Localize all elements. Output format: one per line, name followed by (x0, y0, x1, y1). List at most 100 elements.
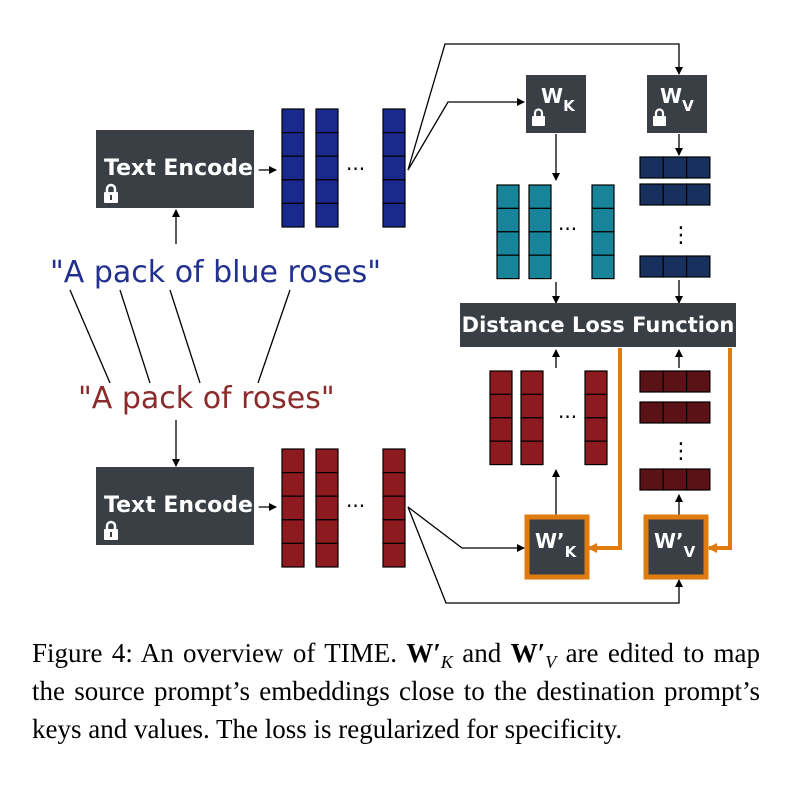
text-encoder-bottom-label: Text Encoder (104, 493, 264, 518)
lock-icon (104, 183, 118, 203)
value-cell (662, 401, 688, 424)
caption-k-subscript: K (440, 652, 453, 672)
embedding-cell (281, 448, 305, 474)
gradient-feedback-lines (587, 348, 732, 553)
embedding-cell (315, 108, 339, 134)
vellipsis-values-bottom: ⋮ (670, 439, 692, 464)
embedding-cell (382, 472, 406, 497)
wv-matrix-frozen: WV (647, 75, 707, 133)
destination-embeddings (281, 108, 406, 228)
embedding-cell (315, 448, 339, 474)
value-cell (662, 370, 688, 393)
caption-wk-symbol: W′ (406, 638, 441, 668)
embedding-cell (281, 132, 305, 157)
value-cell (662, 255, 688, 278)
wk-edited-subscript: K (565, 543, 578, 561)
key-cell (520, 370, 544, 395)
key-cell (496, 184, 520, 209)
key-cell (496, 231, 520, 256)
embedding-cell (281, 519, 305, 544)
wk-subscript: K (563, 97, 576, 115)
value-cell (639, 156, 664, 179)
embedding-cell (315, 179, 339, 205)
embedding-cell (382, 179, 406, 205)
source-values (639, 370, 711, 491)
key-cell (528, 184, 552, 209)
embedding-cell (315, 202, 339, 228)
key-cell (520, 440, 544, 466)
key-cell (520, 417, 544, 442)
embedding-cell (382, 155, 406, 181)
wv-matrix-edited: W’V (643, 514, 709, 580)
embedding-cell (382, 519, 406, 544)
wv-edited-subscript: V (684, 543, 696, 561)
wv-subscript: V (682, 97, 694, 115)
key-cell (520, 393, 544, 419)
value-cell (685, 255, 711, 278)
key-cell (591, 231, 615, 256)
key-cell (584, 370, 608, 395)
embedding-cell (281, 108, 305, 134)
text-encoder-bottom: Text Encoder (96, 467, 264, 545)
embedding-cell (315, 519, 339, 544)
key-cell (528, 254, 552, 280)
connector-lines (69, 43, 683, 604)
svg-text:WK: WK (541, 84, 576, 115)
caption-suffix: are edited to map the source prompt’s em… (32, 638, 761, 744)
key-cell (591, 184, 615, 209)
key-cell (591, 254, 615, 280)
source-keys (489, 370, 608, 466)
embedding-cell (281, 202, 305, 228)
key-cell (496, 207, 520, 233)
embedding-cell (281, 495, 305, 521)
caption-wv-symbol: W′ (510, 638, 546, 668)
ellipsis-top: ··· (346, 157, 365, 181)
embedding-cell (382, 542, 406, 568)
loss-label: Distance Loss Function (462, 313, 735, 337)
key-cell (489, 370, 513, 395)
svg-text:W’V: W’V (654, 529, 696, 561)
value-cell (685, 370, 711, 393)
source-embeddings (281, 448, 406, 568)
embedding-cell (382, 132, 406, 157)
destination-prompt: "A pack of blue roses" (50, 255, 381, 290)
caption-and: and (462, 638, 502, 668)
figure-caption: Figure 4: An overview of TIME. W′K and W… (32, 634, 760, 748)
key-cell (489, 393, 513, 419)
value-cell (662, 468, 688, 491)
embedding-cell (315, 132, 339, 157)
lock-icon (104, 520, 118, 540)
key-cell (489, 440, 513, 466)
destination-keys (496, 184, 615, 280)
embedding-cell (281, 472, 305, 497)
key-cell (489, 417, 513, 442)
value-cell (685, 468, 711, 491)
time-overview-diagram: Text Encoder Text Encoder "A pack of blu… (50, 43, 736, 604)
wk-symbol: W (541, 84, 563, 108)
value-cell (639, 255, 664, 278)
embedding-cell (315, 472, 339, 497)
key-cell (496, 254, 520, 280)
embedding-cell (315, 495, 339, 521)
embedding-cell (315, 542, 339, 568)
destination-values (639, 156, 711, 278)
embedding-cell (281, 542, 305, 568)
svg-text:WV: WV (660, 84, 694, 115)
value-cell (662, 183, 688, 206)
embedding-cell (281, 155, 305, 181)
value-cell (639, 370, 664, 393)
key-cell (584, 440, 608, 466)
embedding-cell (382, 495, 406, 521)
ellipsis-bottom: ··· (346, 494, 365, 518)
wk-matrix-edited: W’K (524, 514, 590, 580)
wv-symbol: W (660, 84, 682, 108)
distance-loss-function: Distance Loss Function (460, 303, 736, 347)
embedding-cell (315, 155, 339, 181)
ellipsis-keys-bottom: ··· (558, 405, 577, 429)
caption-prefix: Figure 4: An overview of TIME. (32, 638, 397, 668)
key-cell (528, 207, 552, 233)
caption-v-subscript: V (545, 652, 557, 672)
source-prompt: "A pack of roses" (78, 381, 335, 416)
embedding-cell (382, 108, 406, 134)
key-cell (591, 207, 615, 233)
